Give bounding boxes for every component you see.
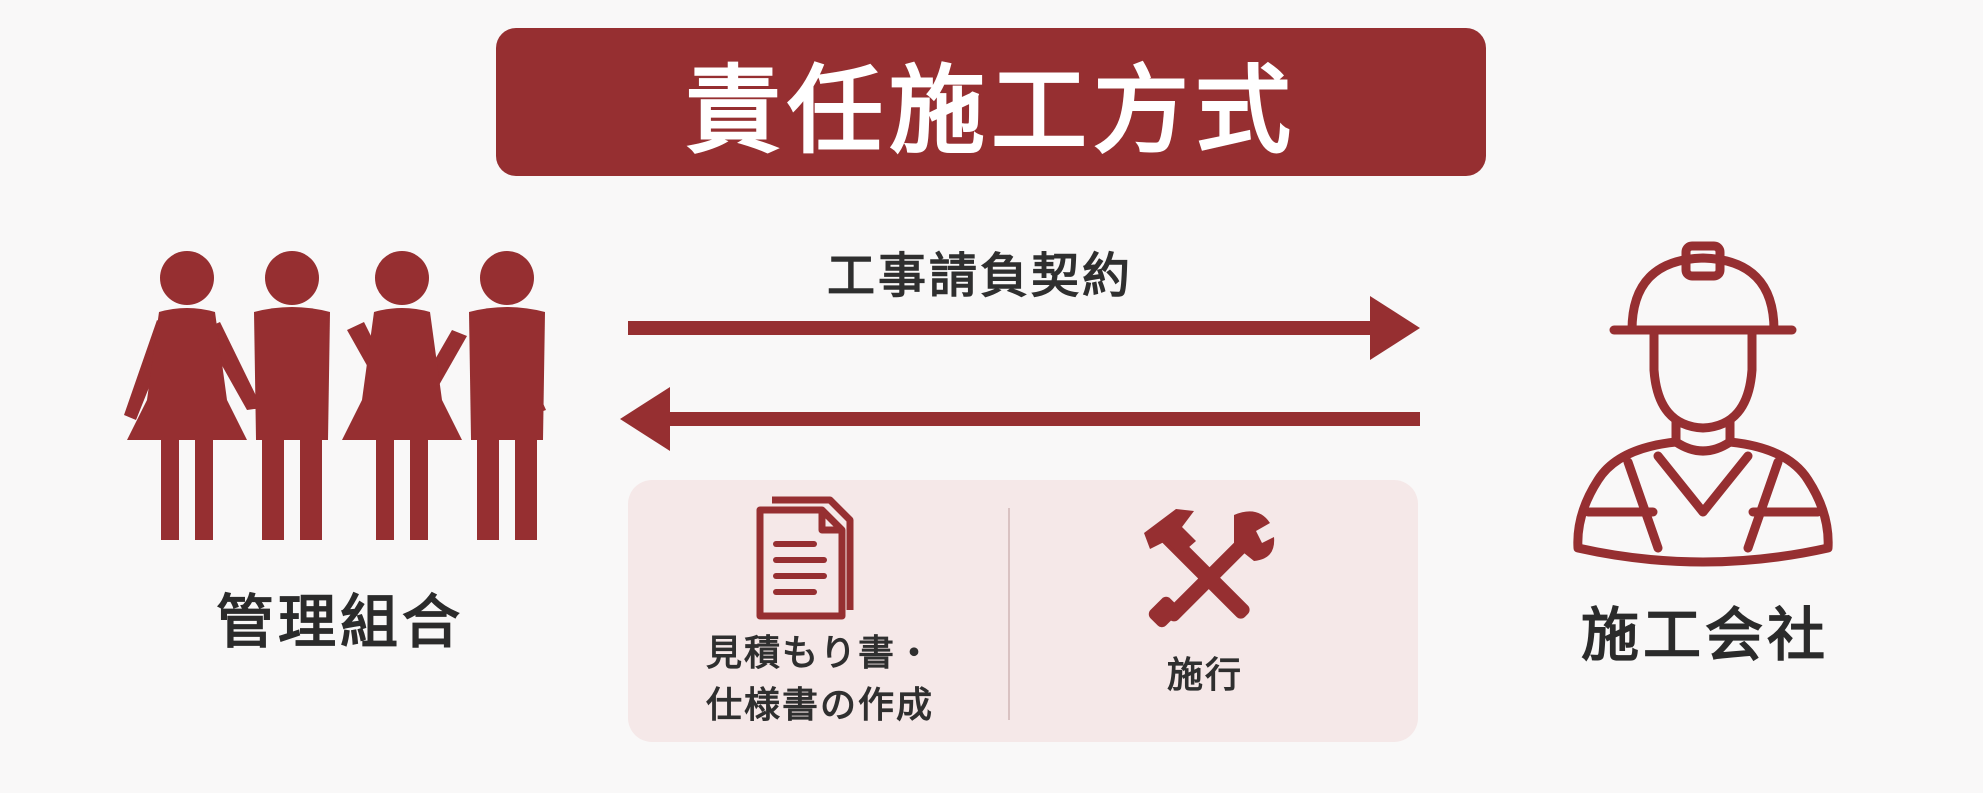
hammer-wrench-icon <box>1144 509 1275 628</box>
documents-label-line2: 仕様書の作成 <box>705 685 934 726</box>
construction-label: 施行 <box>1166 655 1243 696</box>
documents-label: 見積もり書・ 仕様書の作成 <box>660 628 980 732</box>
documents-label-line1: 見積もり書・ <box>705 633 934 674</box>
right-party-label: 施工会社 <box>1580 601 1829 669</box>
arrow-right-head <box>1370 296 1420 360</box>
panel-divider <box>1008 508 1010 720</box>
title-banner: 責任施工方式 <box>496 28 1486 176</box>
construction-worker-icon <box>1573 241 1833 567</box>
arrow-right-shaft <box>628 321 1388 335</box>
document-icon <box>756 496 854 620</box>
arrow-left-head <box>620 387 670 451</box>
people-group-icon <box>124 251 546 540</box>
contract-label: 工事請負契約 <box>826 248 1133 304</box>
page-title: 責任施工方式 <box>685 54 1297 167</box>
contract-arrows <box>620 296 1420 451</box>
arrow-left-shaft <box>660 412 1420 426</box>
left-party-label: 管理組合 <box>215 588 464 656</box>
